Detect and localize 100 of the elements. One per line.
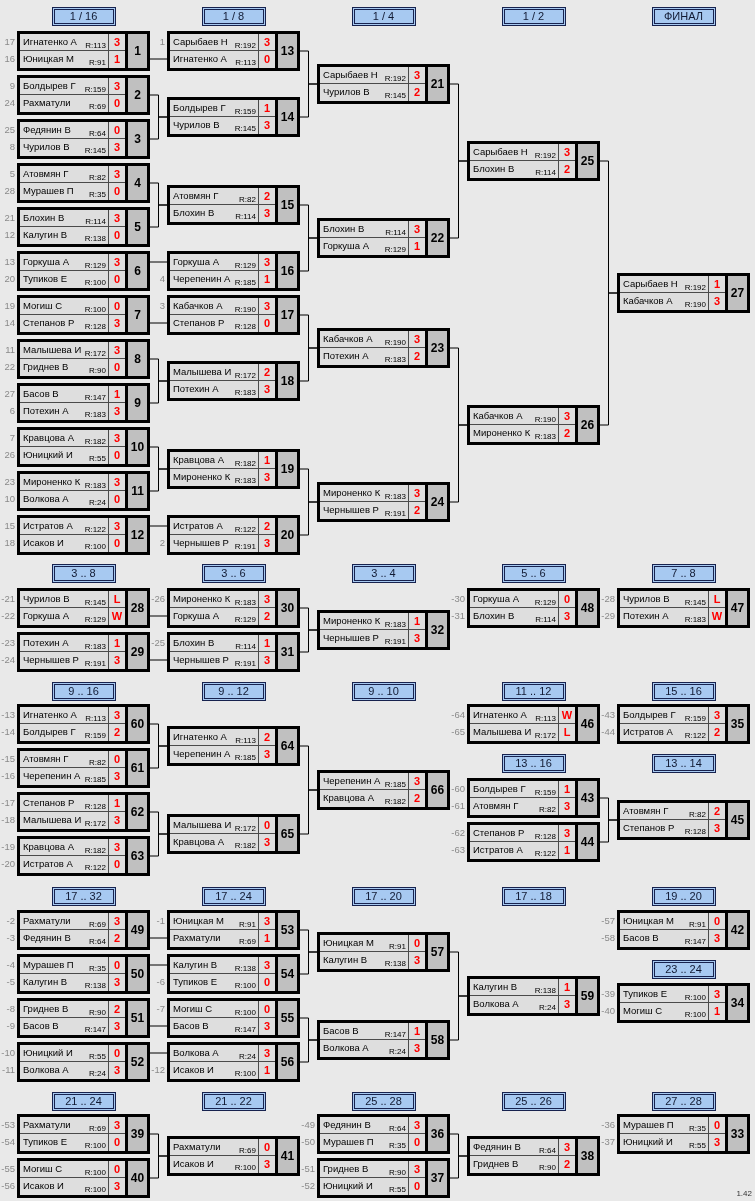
- score: 3: [413, 69, 421, 81]
- match-box: [467, 588, 600, 628]
- match-box: [467, 778, 600, 818]
- match-box: [17, 836, 150, 876]
- seed-number: -28: [601, 593, 615, 605]
- player-rating: R:145: [84, 147, 106, 155]
- seed-number: -39: [601, 988, 615, 1000]
- seed-number: -29: [601, 610, 615, 622]
- round-header: 17 .. 32: [51, 887, 116, 906]
- player-rating: R:190: [534, 416, 556, 424]
- bracket-line: [449, 995, 468, 1041]
- score: 2: [413, 86, 421, 98]
- player-rating: R:24: [539, 1004, 556, 1012]
- score: 0: [113, 300, 121, 312]
- player-name: Мурашев П: [623, 1119, 674, 1131]
- score: 2: [263, 366, 271, 378]
- match-box: [467, 822, 600, 862]
- seed-number: -23: [1, 637, 15, 649]
- score: 3: [263, 915, 271, 927]
- score: 1: [413, 1025, 421, 1037]
- score: 0: [113, 1163, 121, 1175]
- seed-number: 7: [9, 432, 15, 444]
- player-name: Истратов А: [473, 844, 523, 856]
- match-box: [167, 251, 300, 291]
- match-number: 13: [275, 34, 297, 68]
- player-name: Горкуша А: [473, 593, 519, 605]
- player-rating: R:159: [84, 86, 106, 94]
- seed-number: -62: [451, 827, 465, 839]
- player-name: Горкуша А: [23, 610, 69, 622]
- bracket-line: [149, 204, 168, 228]
- player-rating: R:90: [89, 1009, 106, 1017]
- bracket-line: [449, 1155, 468, 1179]
- player-name: Мироненко К: [173, 471, 231, 483]
- player-name: Игнатенко А: [173, 53, 227, 65]
- player-name: Истратов А: [23, 858, 73, 870]
- score: 3: [713, 295, 721, 307]
- player-name: Басов В: [323, 1025, 359, 1037]
- player-name: Юницкая М: [323, 937, 374, 949]
- match-box: [167, 97, 300, 137]
- player-rating: R:183: [384, 356, 406, 364]
- score: 3: [263, 256, 271, 268]
- player-name: Степанов Р: [623, 822, 675, 834]
- player-name: Черепенин А: [173, 748, 231, 760]
- player-name: Юницкий И: [323, 1180, 373, 1192]
- player-name: Рахматули: [23, 1119, 71, 1131]
- score: 0: [113, 97, 121, 109]
- seed-number: -1: [156, 915, 165, 927]
- score: 0: [263, 1141, 271, 1153]
- player-name: Калугин В: [23, 976, 68, 988]
- player-name: Калугин В: [473, 981, 518, 993]
- score: 2: [713, 726, 721, 738]
- player-name: Федянин В: [323, 1119, 371, 1131]
- player-name: Горкуша А: [323, 240, 369, 252]
- round-header: 17 .. 24: [201, 887, 266, 906]
- score: 1: [563, 981, 571, 993]
- bracket-line: [149, 745, 168, 769]
- seed-number: 11: [5, 344, 15, 356]
- player-rating: R:191: [234, 543, 256, 551]
- seed-number: -36: [601, 1119, 615, 1131]
- match-number: 24: [425, 485, 447, 519]
- seed-number: -16: [1, 770, 15, 782]
- seed-number: -7: [156, 1003, 165, 1015]
- player-rating: R:145: [234, 125, 256, 133]
- score: 0: [113, 185, 121, 197]
- seed-number: -19: [1, 841, 15, 853]
- match-box: [17, 75, 150, 115]
- seed-number: 22: [4, 361, 15, 373]
- player-name: Чурилов В: [323, 86, 370, 98]
- seed-number: -3: [6, 932, 15, 944]
- player-name: Кравцова А: [173, 836, 224, 848]
- match-box: [317, 932, 450, 972]
- player-rating: R:55: [89, 455, 106, 463]
- player-rating: R:185: [234, 754, 256, 762]
- bracket-line: [149, 964, 168, 966]
- seed-number: 25: [4, 124, 15, 136]
- player-rating: R:185: [384, 781, 406, 789]
- match-box: [167, 361, 300, 401]
- match-box: [167, 910, 300, 950]
- match-number: 11: [125, 474, 147, 508]
- player-name: Кабачков А: [173, 300, 223, 312]
- match-box: [317, 218, 450, 258]
- player-name: Блохин В: [473, 163, 515, 175]
- player-rating: R:190: [384, 339, 406, 347]
- player-rating: R:69: [239, 1147, 256, 1155]
- score: 3: [413, 223, 421, 235]
- player-name: Волкова А: [23, 1064, 69, 1076]
- seed-number: -5: [6, 976, 15, 988]
- player-rating: R:191: [234, 660, 256, 668]
- player-rating: R:113: [235, 737, 256, 745]
- player-name: Малышева И: [23, 344, 82, 356]
- player-rating: R:172: [234, 825, 256, 833]
- match-number: 43: [575, 781, 597, 815]
- score: 3: [713, 1136, 721, 1148]
- round-header: 19 .. 20: [651, 887, 716, 906]
- player-rating: R:69: [239, 938, 256, 946]
- score: 3: [563, 998, 571, 1010]
- player-rating: R:82: [689, 811, 706, 819]
- match-number: 57: [425, 935, 447, 969]
- score: 2: [113, 726, 121, 738]
- match-box: [17, 704, 150, 744]
